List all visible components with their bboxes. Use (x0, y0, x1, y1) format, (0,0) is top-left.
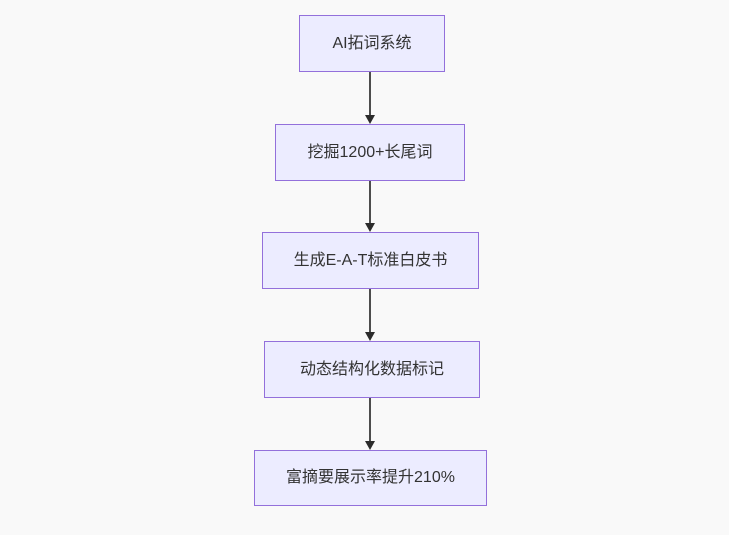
arrow-down-icon (365, 332, 375, 341)
arrow-down-icon (365, 115, 375, 124)
flow-arrow-line-1 (369, 72, 371, 116)
flow-node-eat-whitepaper: 生成E-A-T标准白皮书 (262, 232, 479, 289)
flow-node-label: 挖掘1200+长尾词 (307, 143, 433, 161)
flow-node-ai-word-expansion: AI拓词系统 (299, 15, 445, 72)
flow-arrow-line-4 (369, 398, 371, 442)
flow-node-longtail-mining: 挖掘1200+长尾词 (275, 124, 465, 181)
flow-arrow-line-3 (369, 289, 371, 333)
flow-node-label: 动态结构化数据标记 (299, 360, 444, 378)
flow-node-label: 富摘要展示率提升210% (286, 469, 455, 486)
arrow-down-icon (365, 223, 375, 232)
flow-node-rich-snippet-result: 富摘要展示率提升210% (254, 450, 487, 506)
flow-arrow-line-2 (369, 181, 371, 224)
flow-node-label: AI拓词系统 (332, 34, 412, 52)
flow-node-structured-data-markup: 动态结构化数据标记 (264, 341, 480, 398)
flow-node-label: 生成E-A-T标准白皮书 (293, 251, 448, 269)
arrow-down-icon (365, 441, 375, 450)
